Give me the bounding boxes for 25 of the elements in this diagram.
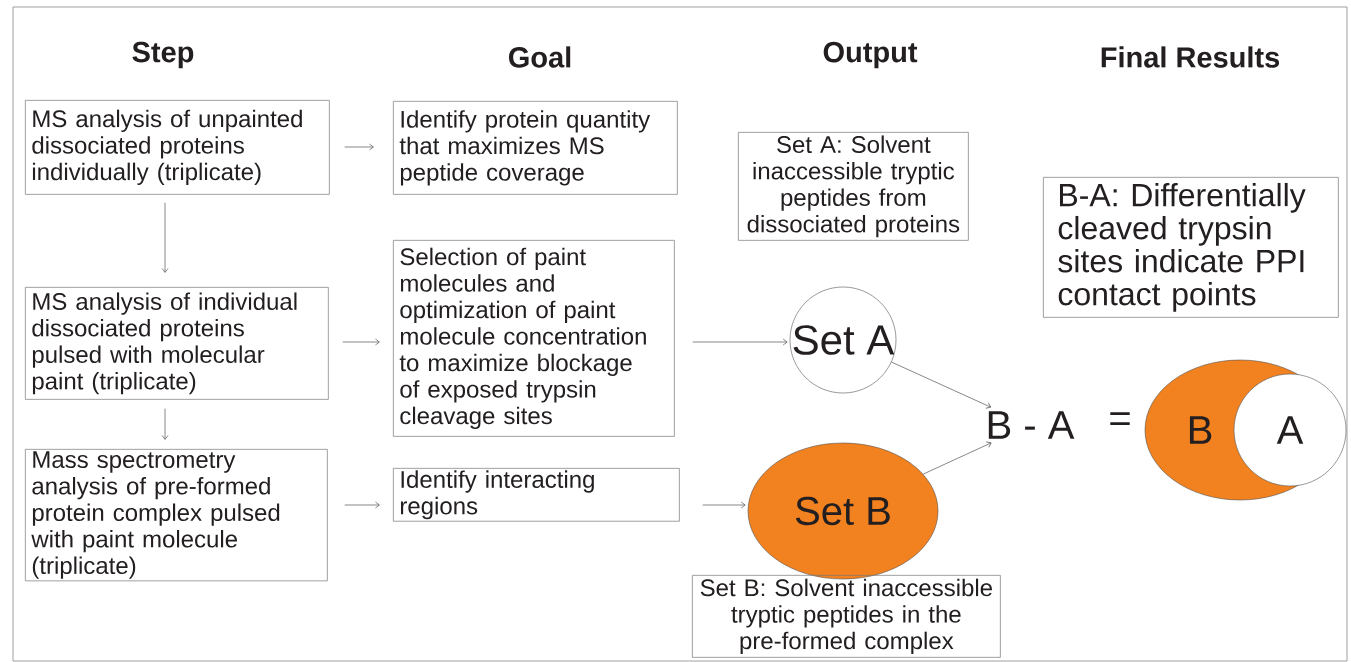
- set-description-box: Set A: Solvent inaccessible tryptic peptides from dissociated proteins: [738, 132, 969, 241]
- arrow: [344, 143, 374, 151]
- step-box: MS analysis of individual dissociated proteins pulsed with molecular paint (triplicate): [25, 287, 329, 400]
- result-box: B-A: Differentially cleaved trypsin sites indicate PPI contact points: [1043, 177, 1339, 318]
- column-heading: Step: [132, 41, 194, 69]
- goal-box: Selection of paint molecules and optimization of paint molecule concentration to maximize blockage of exposed trypsin cleavage sites: [393, 240, 675, 437]
- arrow: [922, 441, 992, 475]
- goal-box: Identify interacting regions: [393, 468, 680, 522]
- step-box: MS analysis of unpainted dissociated proteins individually (triplicate): [25, 100, 330, 195]
- arrow: [161, 408, 169, 440]
- goal-box: Identify protein quantity that maximizes MS peptide coverage: [393, 101, 678, 195]
- arrow: [692, 338, 788, 346]
- formula-text: B - A: [988, 411, 1075, 439]
- arrow: [342, 338, 380, 346]
- step-box: Mass spectrometry analysis of pre-formed protein complex pulsed with paint molecule (triplicate): [25, 449, 328, 582]
- arrow: [891, 361, 992, 409]
- equals-sign: =: [1110, 412, 1130, 426]
- column-heading: Final Results: [1101, 46, 1280, 68]
- node-label: A: [1276, 416, 1304, 444]
- arrow: [702, 501, 746, 509]
- column-heading: Output: [823, 41, 918, 69]
- set-description-box: Set B: Solvent inaccessible tryptic peptides in the pre-formed complex: [692, 575, 1001, 658]
- column-heading: Goal: [508, 46, 571, 68]
- arrow: [344, 501, 380, 509]
- arrow: [161, 202, 169, 273]
